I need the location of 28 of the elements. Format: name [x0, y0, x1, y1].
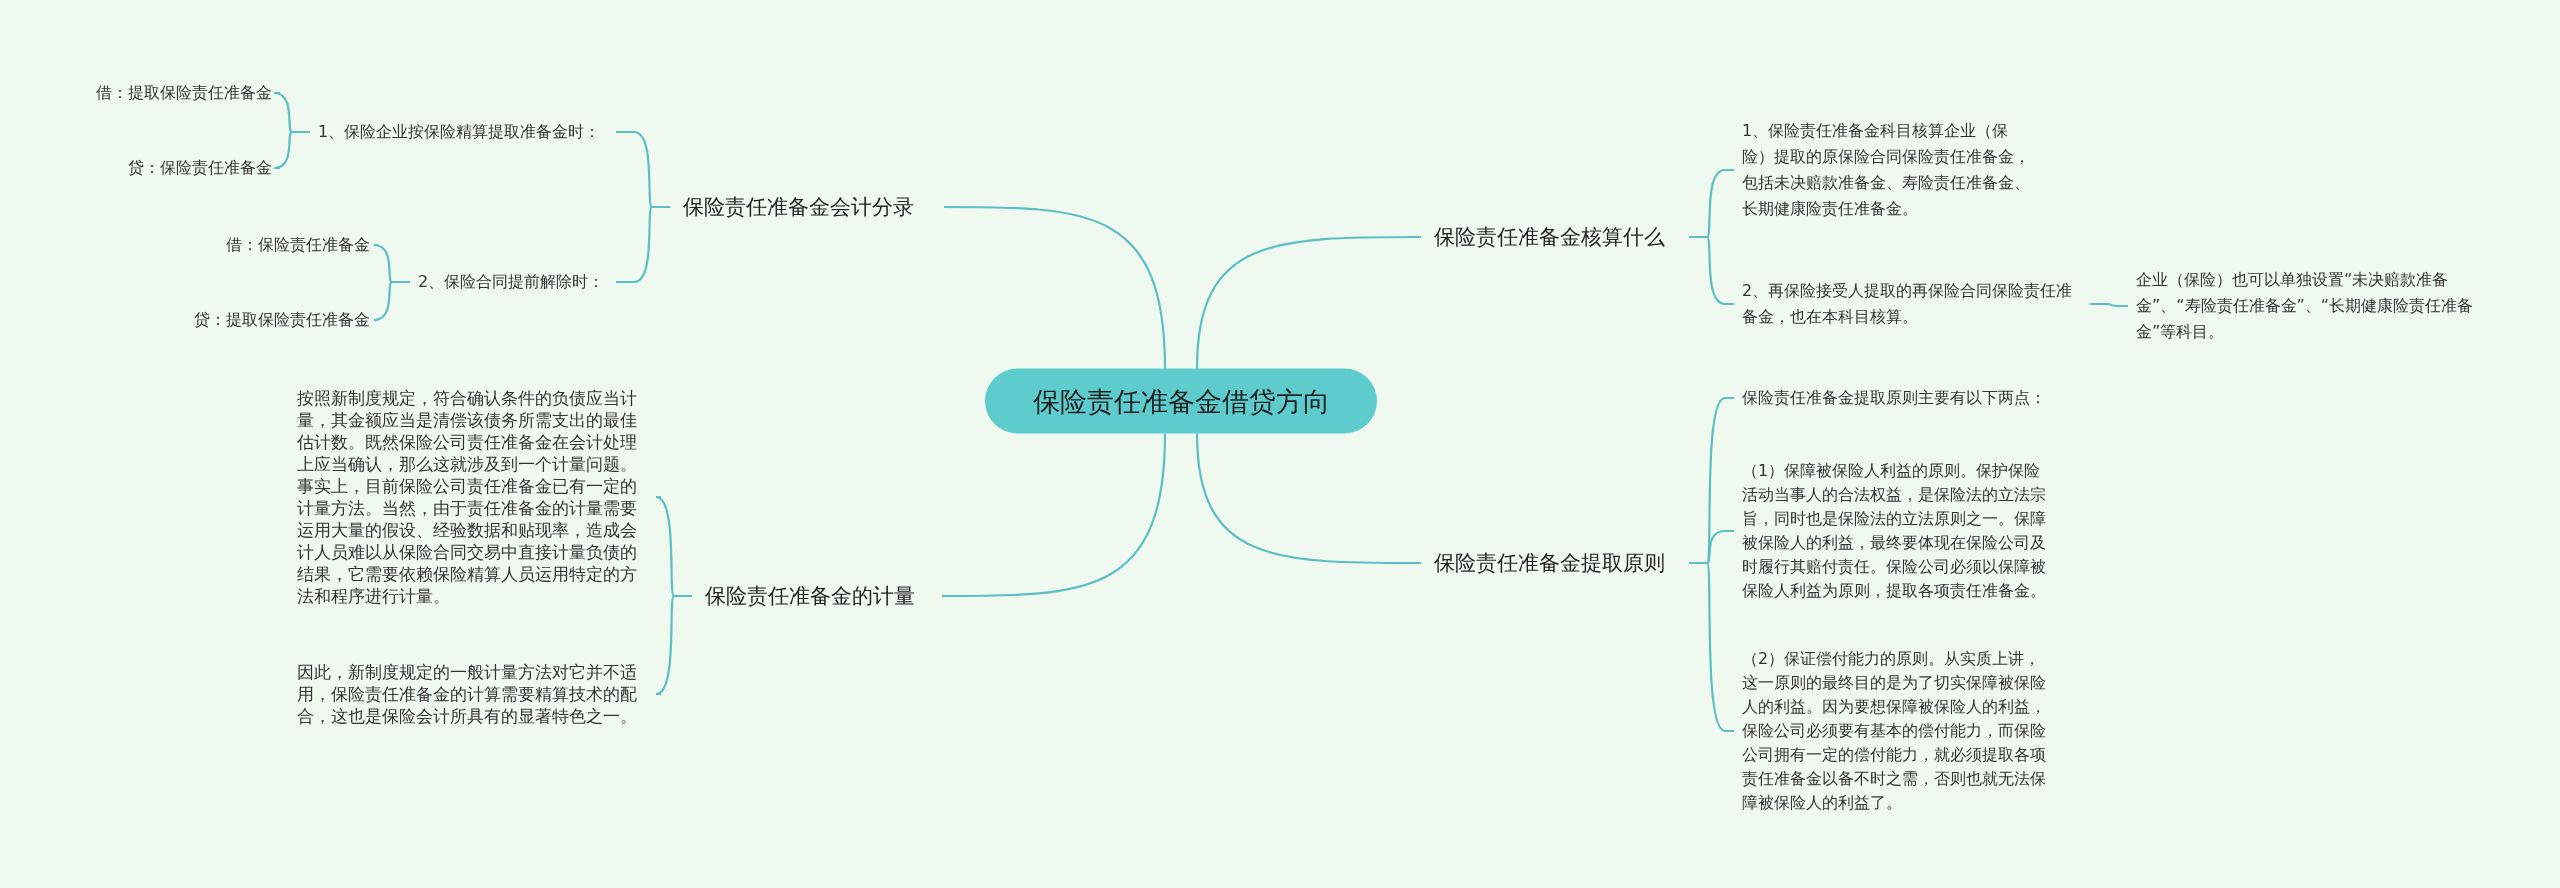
connector-line [942, 433, 1167, 598]
main-topic: 保险责任准备金会计分录 [670, 190, 944, 224]
connector-line [1195, 433, 1421, 565]
subtopic-text: 1、保险责任准备金科目核算企业（保险）提取的原保险合同保险责任准备金，包括未决赔款准备金、寿险责任准备金、长期健康险责任准备金。 [1734, 118, 2048, 222]
subtopic-text: 借：保险责任准备金 [200, 233, 378, 257]
connector-line [272, 130, 310, 170]
central-topic: 保险责任准备金借贷方向 [985, 368, 1377, 434]
main-topic: 保险责任准备金提取原则 [1421, 546, 1689, 580]
subtopic-text: 贷：提取保险责任准备金 [166, 308, 378, 332]
main-topic: 保险责任准备金的计量 [692, 579, 942, 613]
subtopic-text: 因此，新制度规定的一般计量方法对它并不适用，保险责任准备金的计算需要精算技术的配合，这也是保险会计所具有的显著特色之一。 [289, 661, 661, 727]
subtopic-text: 保险责任准备金提取原则主要有以下两点： [1734, 386, 2074, 410]
subtopic-text: 1、保险企业按保险精算提取准备金时： [310, 120, 616, 144]
subtopic-text: 按照新制度规定，符合确认条件的负债应当计量，其金额应当是清偿该债务所需支出的最佳估计数。既然保险公司责任准备金在会计处理上应当确认，那么这就涉及到一个计量问题。事实上，目前保险公司责任准备金已有一定的计量方法。当然，由于责任准备金的计量需要运用大量的假设、经验数据和贴现率，造成会计人员难以从保险合同交易中直接计量负债的结果，它需要依赖保险精算人员运用特定的方法和程序进行计量。 [289, 387, 661, 607]
subtopic-text: 企业（保险）也可以单独设置“未决赔款准备金”、“寿险责任准备金”、“长期健康险责任准备金”等科目。 [2128, 267, 2484, 345]
connector-line [1195, 235, 1421, 369]
connector-line [2090, 302, 2128, 308]
subtopic-text: （1）保障被保险人利益的原则。保护保险活动当事人的合法权益，是保险法的立法宗旨，同时也是保险法的立法原则之一。保障被保险人的利益，最终要体现在保险公司及时履行其赔付责任。保险公司必须以保障被保险人利益为原则，提取各项责任准备金。 [1734, 459, 2056, 603]
connector-line [372, 280, 410, 322]
subtopic-text: （2）保证偿付能力的原则。从实质上讲，这一原则的最终目的是为了切实保障被保险人的利益。因为要想保障被保险人的利益，保险公司必须要有基本的偿付能力，而保险公司拥有一定的偿付能力，就必须提取各项责任准备金以备不时之需，否则也就无法保障被保险人的利益了。 [1734, 647, 2056, 815]
connector-line [654, 594, 692, 696]
subtopic-text: 2、保险合同提前解除时： [410, 270, 616, 294]
subtopic-text: 贷：保险责任准备金 [100, 156, 280, 180]
subtopic-text: 2、再保险接受人提取的再保险合同保险责任准备金，也在本科目核算。 [1734, 278, 2090, 330]
connector-line [616, 205, 670, 284]
subtopic-text: 借：提取保险责任准备金 [70, 81, 280, 105]
main-topic: 保险责任准备金核算什么 [1421, 220, 1689, 254]
connector-line [944, 205, 1167, 369]
